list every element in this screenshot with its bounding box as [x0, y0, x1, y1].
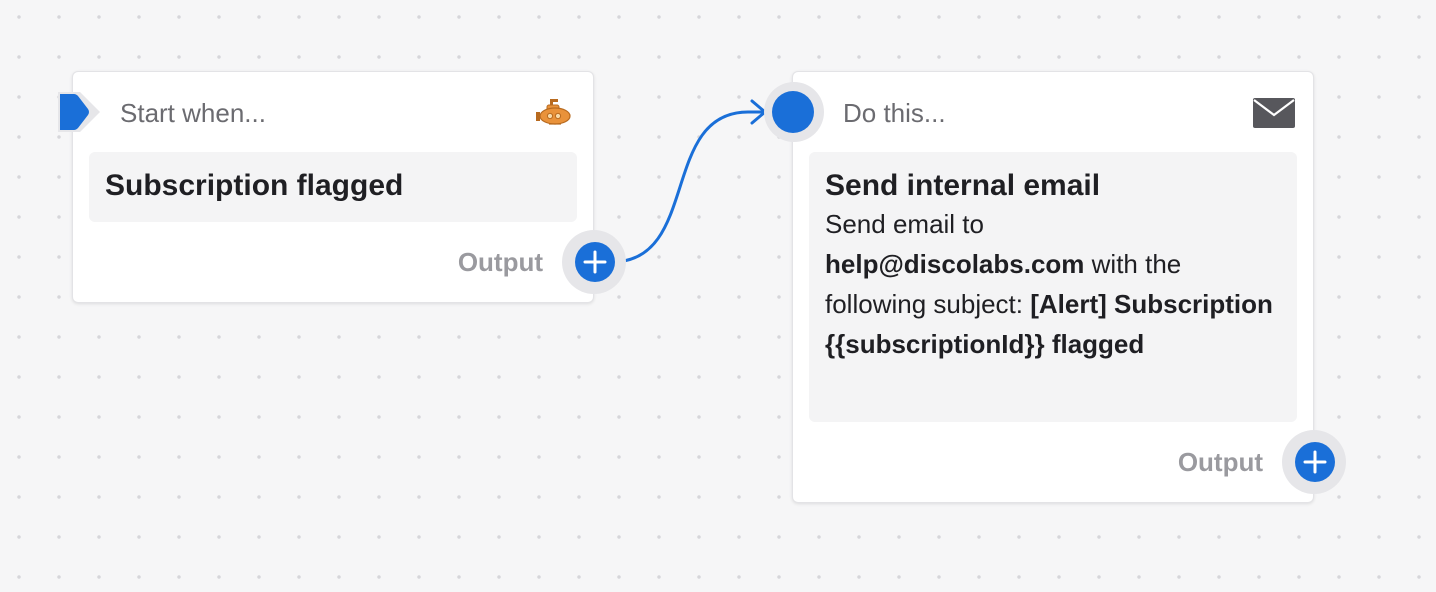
envelope-icon: [1253, 98, 1295, 133]
plus-icon: [1303, 450, 1327, 474]
trigger-event-title: Subscription flagged: [105, 169, 404, 202]
email-subject: [Alert] Subscription {{subscriptionId}} …: [825, 289, 1273, 359]
trigger-output-label: Output: [457, 247, 543, 277]
action-add-step-button[interactable]: [1295, 442, 1335, 482]
trigger-event-panel[interactable]: Subscription flagged: [89, 152, 577, 222]
action-title: Send internal email: [825, 169, 1101, 202]
action-output-label: Output: [1177, 447, 1263, 477]
trigger-node-card[interactable]: Start when... Subscription flagged Outpu…: [72, 71, 594, 303]
trigger-header: Start when...: [120, 98, 266, 128]
action-input-port[interactable]: [772, 91, 814, 133]
email-recipient: help@discolabs.com: [825, 249, 1085, 279]
action-description: Send email to help@discolabs.com with the…: [825, 204, 1281, 364]
email-mid-text: with the following subject:: [825, 249, 1182, 319]
trigger-add-step-button[interactable]: [575, 242, 615, 282]
submarine-icon: [535, 96, 573, 135]
plus-icon: [583, 250, 607, 274]
play-marker-icon: [58, 90, 102, 139]
action-node-card[interactable]: Do this... Send internal email Send emai…: [792, 71, 1314, 503]
email-intro-text: Send email to: [825, 209, 984, 239]
action-header: Do this...: [843, 98, 946, 128]
action-details-panel[interactable]: Send internal email Send email to help@di…: [809, 152, 1297, 422]
